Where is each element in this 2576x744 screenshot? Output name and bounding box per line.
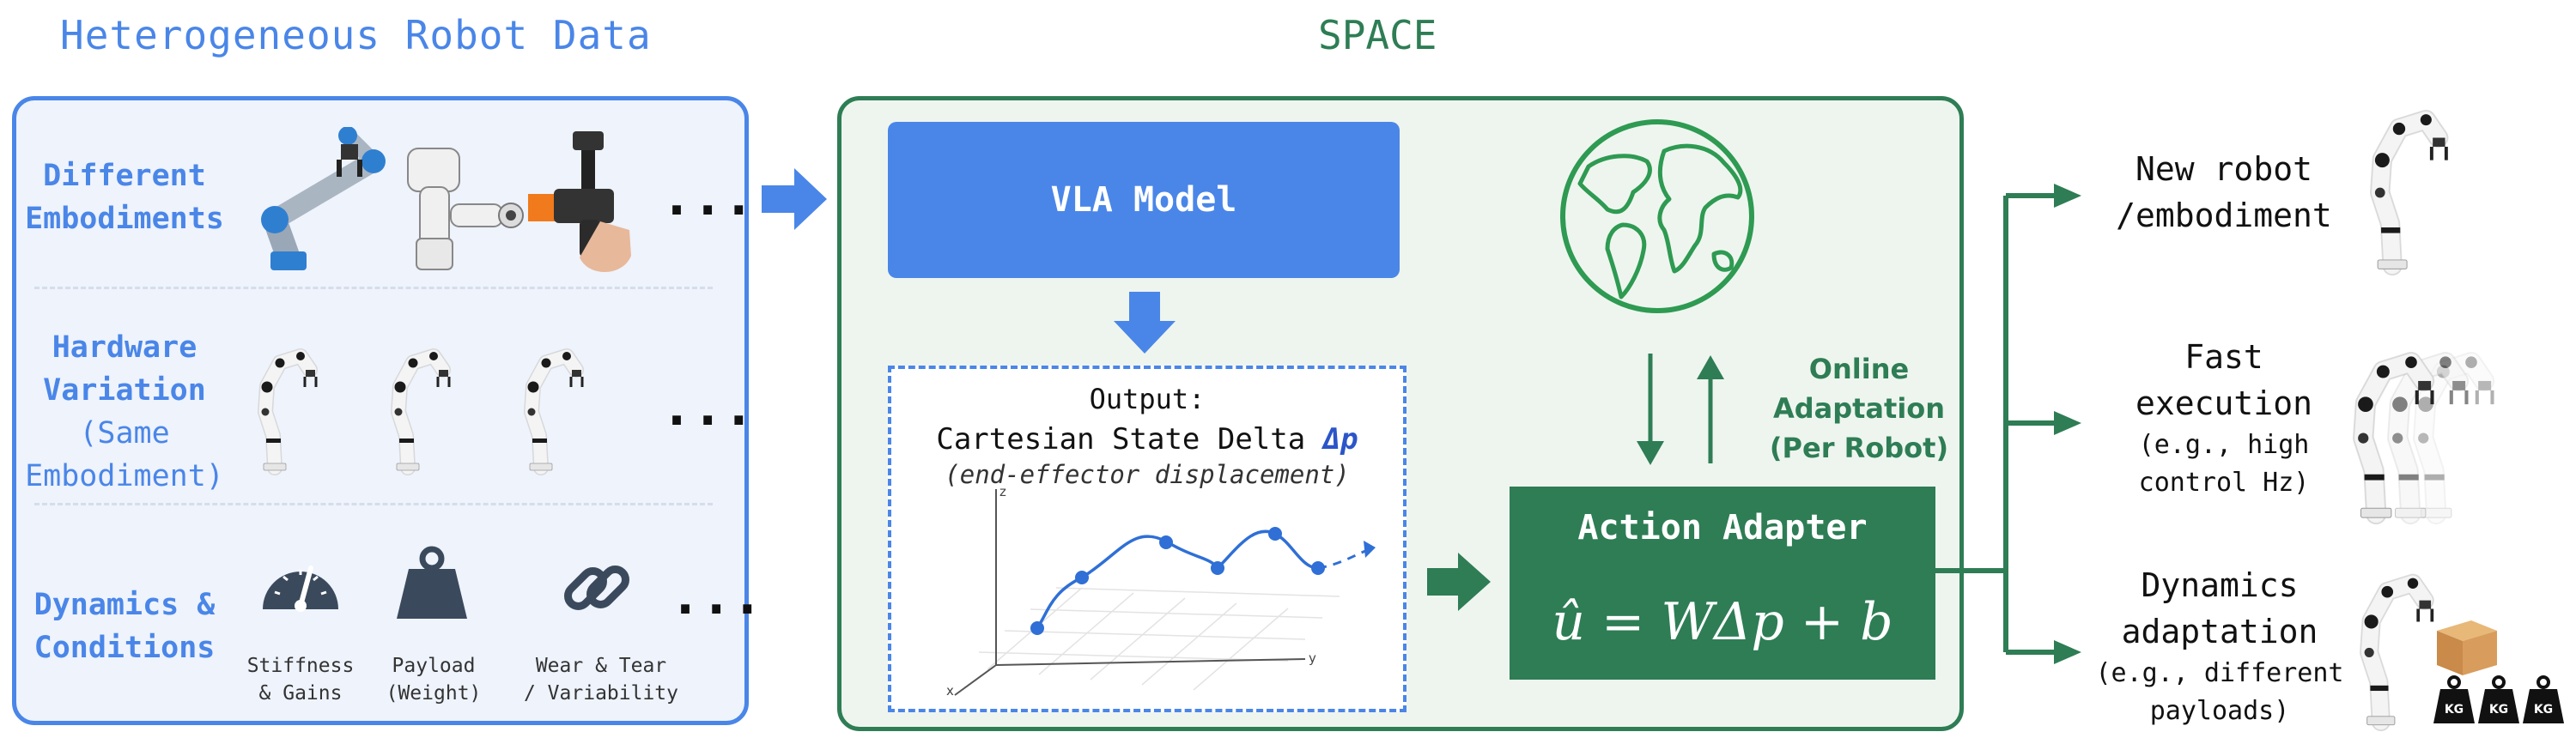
- embodiment-robots: [261, 127, 631, 273]
- vla-model-label: VLA Model: [1050, 180, 1237, 220]
- vla-down-arrow: [1114, 292, 1176, 354]
- kg-weight-icon: KG: [2433, 675, 2475, 723]
- outcome-subline: (e.g., high: [2138, 430, 2310, 460]
- franka-robot-icon: [2365, 578, 2433, 725]
- outcome-new-robot: New robot /embodiment: [2095, 146, 2353, 239]
- outcome-subline: payloads): [2149, 696, 2290, 726]
- vla-model-box: [888, 122, 1400, 278]
- svg-text:KG: KG: [2445, 703, 2464, 717]
- embodiments-ellipsis: ...: [661, 167, 755, 227]
- outcome-line: adaptation: [2121, 613, 2318, 650]
- franka-robot-icon: [391, 339, 455, 476]
- fast-execution-robots: [2353, 339, 2559, 528]
- dynamics-ellipsis: ...: [670, 566, 763, 626]
- input-arrow: [762, 168, 827, 230]
- output-heading: Output:: [1089, 383, 1206, 415]
- caption-stiffness: Stiffness & Gains: [232, 652, 369, 707]
- output-delta-line: Cartesian State Delta Δp: [888, 422, 1406, 457]
- row-label-hardware: Hardware Variation (Same Embodiment): [17, 326, 232, 498]
- franka-robot-icon: [258, 339, 322, 476]
- outcome-branch-arrows: [1935, 184, 2081, 664]
- x-axis-label: x: [946, 683, 954, 699]
- svg-text:KG: KG: [2534, 703, 2553, 717]
- row-divider: [34, 503, 713, 505]
- row-label-embodiments: Different Embodiments: [17, 154, 232, 240]
- row-sublabel-line: Embodiment): [25, 459, 224, 493]
- heterogeneous-data-panel: [12, 96, 749, 725]
- row-label-line: Hardware: [52, 330, 197, 365]
- outcome-line: /embodiment: [2116, 197, 2332, 234]
- row-label-line: Variation: [43, 373, 206, 408]
- ur-robot-icon: [261, 127, 386, 270]
- y-axis: [995, 658, 1306, 666]
- caption-line: Payload: [392, 655, 476, 677]
- output-description: (end-effector displacement): [945, 460, 1350, 489]
- up-arrow: [1697, 355, 1724, 463]
- online-label-line: Adaptation: [1772, 392, 1946, 425]
- down-arrow: [1637, 354, 1664, 465]
- franka-robot-icon: [524, 339, 588, 476]
- online-label-line: (Per Robot): [1769, 432, 1949, 464]
- kg-weight-icon: KG: [2478, 675, 2519, 723]
- caption-line: Stiffness: [246, 655, 355, 677]
- caption-line: (Weight): [386, 682, 482, 705]
- svg-text:KG: KG: [2489, 703, 2508, 717]
- action-adapter-equation: û = WΔp + b: [1552, 592, 1893, 652]
- franka-robot-icon: [2370, 93, 2454, 281]
- hardware-ellipsis: ...: [661, 378, 755, 438]
- trajectory-plot: z y x: [946, 484, 1376, 699]
- globe-icon: [1560, 119, 1754, 313]
- caption-line: & Gains: [258, 682, 343, 705]
- payload-robot: [2360, 562, 2497, 742]
- action-adapter-box: [1510, 487, 1935, 680]
- online-adaptation-label: Online Adaptation (Per Robot): [1760, 349, 1958, 468]
- space-title: SPACE: [1318, 12, 1437, 58]
- row-label-line: Embodiments: [25, 202, 224, 236]
- caption-line: Wear & Tear: [535, 655, 667, 677]
- adaptation-arrows: [1637, 354, 1724, 465]
- chain-link-icon: [564, 566, 629, 610]
- x-axis: [954, 664, 997, 696]
- outcome-subline: control Hz): [2138, 468, 2310, 498]
- caption-payload: Payload (Weight): [365, 652, 502, 707]
- row-sublabel-line: (Same: [79, 416, 170, 451]
- kg-weight-icon: KG: [2523, 675, 2564, 723]
- outcome-dynamics-adaptation: Dynamics adaptation (e.g., different pay…: [2078, 562, 2361, 730]
- weight-icon: [397, 546, 467, 619]
- row-label-line: Different: [43, 159, 206, 193]
- row-label-line: Conditions: [33, 631, 216, 665]
- outcome-line: Dynamics: [2141, 566, 2299, 604]
- left-panel-title: Heterogeneous Robot Data: [60, 12, 652, 58]
- y-axis-label: y: [1309, 650, 1316, 666]
- output-box: [888, 366, 1406, 712]
- caption-wear: Wear & Tear / Variability: [515, 652, 687, 707]
- outcome-subline: (e.g., different: [2095, 658, 2344, 688]
- row-label-dynamics: Dynamics & Conditions: [17, 584, 232, 669]
- outcome-fast-execution: Fast execution (e.g., high control Hz): [2095, 334, 2353, 502]
- outcome-line: Fast: [2184, 338, 2263, 376]
- kg-weights: KG KG KG: [2433, 675, 2564, 723]
- handheld-gripper-icon: [528, 131, 631, 273]
- output-to-adapter-arrow: [1427, 553, 1491, 611]
- delta-p-symbol: Δp: [1322, 422, 1358, 457]
- outcome-line: execution: [2136, 384, 2312, 422]
- row-label-line: Dynamics &: [33, 588, 216, 622]
- humanoid-arm-icon: [407, 148, 524, 270]
- row-divider: [34, 287, 713, 289]
- z-axis-label: z: [999, 484, 1006, 499]
- cardboard-box-icon: [2437, 620, 2497, 675]
- outcome-line: New robot: [2136, 150, 2312, 188]
- output-delta-text: Cartesian State Delta: [936, 422, 1306, 457]
- online-label-line: Online: [1808, 353, 1910, 385]
- caption-line: / Variability: [523, 682, 678, 705]
- gauge-icon: [263, 566, 338, 612]
- action-adapter-title: Action Adapter: [1577, 508, 1868, 547]
